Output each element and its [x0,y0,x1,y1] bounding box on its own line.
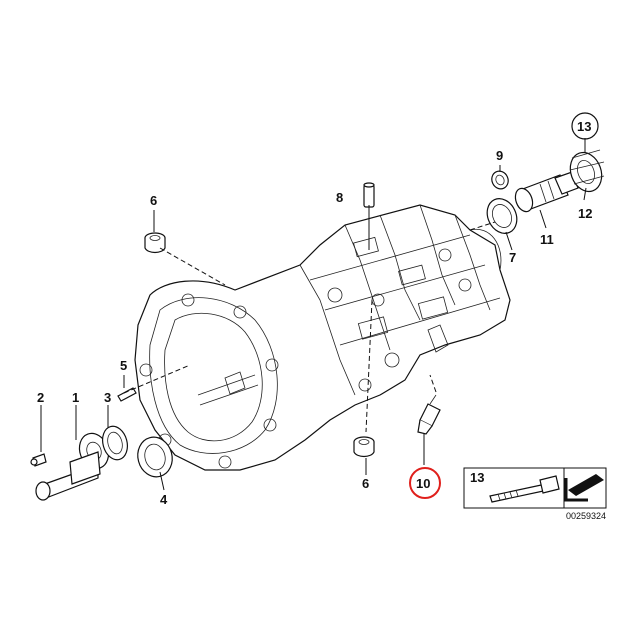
callout-6-lower: 6 [362,476,369,491]
callout-8: 8 [336,190,343,205]
small-ring-part [491,170,509,190]
callout-4: 4 [160,492,168,507]
callout-9: 9 [496,148,503,163]
transmission-housing [134,204,511,471]
sensor-part [417,394,441,435]
output-shaft-part [514,171,579,213]
arrow-icon [564,474,604,502]
gear-ring-part [569,149,605,193]
guide-sleeve-part [35,432,110,501]
callout-labels: 1 2 3 4 5 6 6 7 8 9 10 11 12 13 [37,119,592,507]
callout-1: 1 [72,390,79,405]
pin-part [363,182,375,208]
bolt-icon [489,475,560,503]
diagram-part-number: 00259324 [566,511,606,521]
screw-part [30,453,47,467]
ring-part [137,436,173,478]
callout-7: 7 [509,250,516,265]
callout-3: 3 [104,390,111,405]
callout-10: 10 [416,476,430,491]
inset-box: 13 [463,467,607,509]
shaft-seal-part [102,425,128,461]
callout-11: 11 [540,232,554,247]
plug-lower-part [353,436,375,458]
leader-lines [40,138,587,491]
dowel-pin-part [117,387,137,402]
callout-6-upper: 6 [150,193,157,208]
highlight-circle [409,467,441,499]
plug-upper-part [144,232,166,254]
callout-2: 2 [37,390,44,405]
inset-label: 13 [470,470,484,485]
seal-ring-part [486,198,518,234]
callout-13: 13 [577,119,591,134]
callout-13-circle [571,112,599,140]
callout-5: 5 [120,358,127,373]
callout-12: 12 [578,206,592,221]
